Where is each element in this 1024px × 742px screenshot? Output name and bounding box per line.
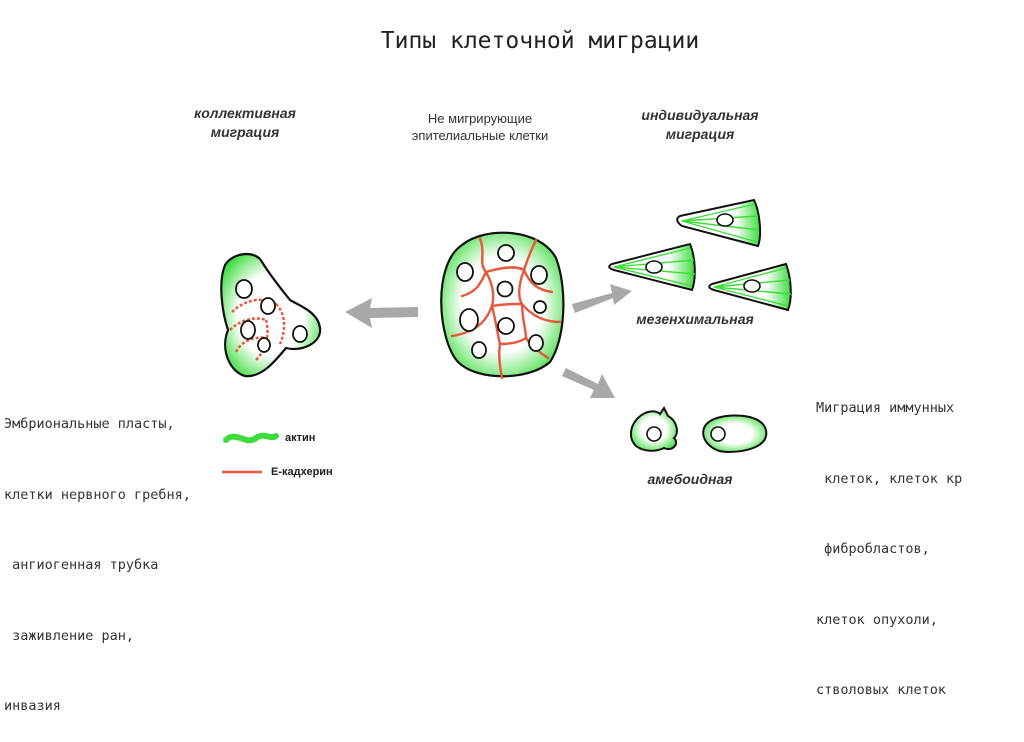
- epithelial-sheet: [440, 231, 565, 380]
- legend-cadherin-label: Е-кадхерин: [271, 466, 333, 478]
- legend-actin-swatch: [223, 432, 279, 444]
- label-collective-migration: коллективная миграция: [194, 105, 296, 140]
- label-amoeboid: амебоидная: [647, 471, 733, 487]
- migration-illustration: [220, 198, 792, 474]
- amoeboid-cells: [630, 406, 768, 454]
- label-mesenchymal: мезенхимальная: [636, 311, 754, 327]
- mesenchymal-cells: [608, 198, 792, 312]
- legend-actin-label: актин: [285, 432, 316, 444]
- legend: [222, 432, 279, 474]
- label-non-migrating: Не мигрирующие эпителиальные клетки: [411, 111, 549, 143]
- diagram-title: Типы клеточной миграции: [380, 28, 700, 54]
- direction-arrows: [345, 284, 632, 398]
- collective-cluster: [220, 253, 322, 378]
- label-individual-migration: индивидуальная миграция: [641, 107, 759, 142]
